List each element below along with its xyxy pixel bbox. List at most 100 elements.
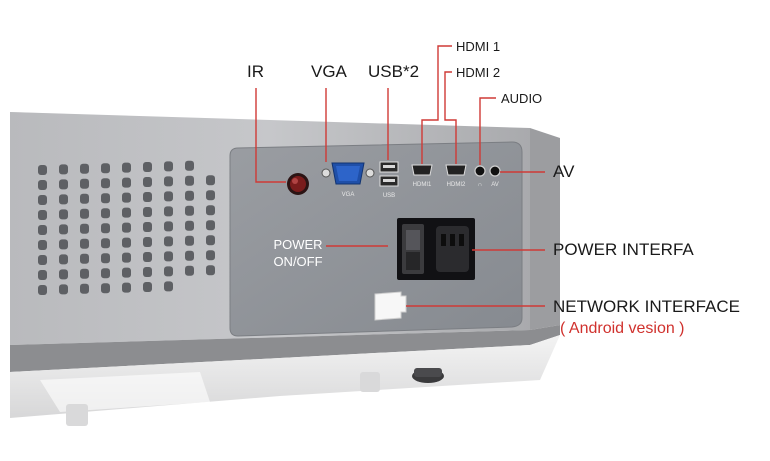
label-usb: USB*2 xyxy=(368,62,420,81)
vent-hole xyxy=(59,194,68,205)
label-hdmi2: HDMI 2 xyxy=(456,65,501,80)
ir-callout xyxy=(255,88,286,183)
body-right-edge xyxy=(530,128,560,330)
vent-hole xyxy=(38,195,47,205)
vent-hole xyxy=(38,255,47,265)
network-port xyxy=(374,291,407,321)
vent-hole xyxy=(101,268,110,279)
label-network-interface: NETWORK INTERFACE xyxy=(553,297,741,316)
label-power-onoff-line1: POWER xyxy=(273,237,323,252)
vent-hole xyxy=(185,160,194,171)
label-android-version: ( Android vesion ) xyxy=(560,320,685,337)
vent-hole xyxy=(143,267,152,277)
vent-hole xyxy=(122,282,131,293)
vent-hole xyxy=(185,235,194,246)
usb-ports: USB xyxy=(379,161,399,199)
power-inlet xyxy=(436,226,469,272)
hdmi2-port-marking: HDMI2 xyxy=(447,182,466,188)
hdmi1-port-marking: HDMI1 xyxy=(413,182,432,188)
vent-hole xyxy=(38,285,47,295)
hdmi-ports: HDMI1 HDMI2 xyxy=(411,164,467,188)
vga-port-marking: VGA xyxy=(342,192,355,198)
vent-hole xyxy=(59,209,68,220)
vent-hole xyxy=(101,253,110,264)
callout-lines xyxy=(255,45,545,307)
vent-hole xyxy=(164,266,173,277)
vent-hole xyxy=(80,253,89,264)
vent-hole xyxy=(122,222,131,233)
vent-hole xyxy=(80,163,89,174)
body-lip xyxy=(10,325,560,372)
feet xyxy=(66,368,444,426)
foot-mid xyxy=(360,372,380,392)
label-hdmi1: HDMI 1 xyxy=(456,39,501,54)
vga-port: VGA xyxy=(321,162,375,198)
vent-hole xyxy=(143,282,152,292)
vent-hole xyxy=(185,175,194,186)
vent-hole xyxy=(164,206,173,217)
vent-hole xyxy=(164,191,173,202)
vent-hole xyxy=(206,250,215,261)
audio-callout xyxy=(479,97,496,165)
vent-hole xyxy=(101,193,110,204)
vent-hole xyxy=(122,237,131,248)
ir-receiver xyxy=(287,173,309,195)
vent-hole xyxy=(101,238,110,249)
vent-hole xyxy=(59,224,68,235)
vent-hole xyxy=(59,239,68,250)
vent-hole xyxy=(206,190,215,201)
vent-hole xyxy=(143,162,152,172)
vent-hole xyxy=(38,210,47,220)
vent-hole xyxy=(80,238,89,249)
vent-hole xyxy=(59,269,68,280)
vent-hole xyxy=(80,178,89,189)
audio-port-marking: ∩ xyxy=(478,182,482,188)
label-audio: AUDIO xyxy=(501,91,543,106)
vent-hole xyxy=(143,252,152,262)
vent-hole xyxy=(122,267,131,278)
vent-hole xyxy=(59,164,68,175)
vent-hole xyxy=(80,223,89,234)
av-port-marking: AV xyxy=(491,182,499,188)
vent-hole xyxy=(164,221,173,232)
vent-hole xyxy=(80,193,89,204)
vent-hole xyxy=(206,265,215,276)
vent-hole xyxy=(38,240,47,250)
vent-hole xyxy=(206,220,215,231)
vent-hole xyxy=(80,268,89,279)
vent-hole xyxy=(164,176,173,187)
vent-hole xyxy=(185,250,194,261)
vent-hole xyxy=(122,162,131,173)
vent-hole xyxy=(101,208,110,219)
label-power-onoff-line2: ON/OFF xyxy=(273,254,323,269)
audio-av-jacks: ∩ AV xyxy=(474,165,501,188)
foot-left xyxy=(66,404,88,426)
label-power-interface: POWER INTERFA xyxy=(553,240,694,259)
base-highlight xyxy=(40,372,210,412)
vent-hole xyxy=(164,161,173,172)
power-module xyxy=(397,218,475,280)
hdmi1-callout xyxy=(421,45,452,164)
vent-hole xyxy=(143,237,152,247)
vent-hole xyxy=(122,252,131,263)
vent-hole xyxy=(101,178,110,189)
vent-hole xyxy=(143,177,152,187)
label-vga: VGA xyxy=(311,62,347,81)
vent-hole xyxy=(101,163,110,174)
vent-hole xyxy=(164,281,173,292)
vent-hole xyxy=(59,254,68,265)
vent-hole xyxy=(143,222,152,232)
vent-hole xyxy=(185,265,194,276)
vent-hole xyxy=(185,205,194,216)
vent-hole xyxy=(122,177,131,188)
vent-hole xyxy=(80,283,89,294)
vent-hole xyxy=(206,175,215,186)
vent-hole xyxy=(185,220,194,231)
hdmi2-callout xyxy=(444,71,457,164)
vent-hole xyxy=(59,284,68,295)
vent-hole xyxy=(38,180,47,190)
vent-grid xyxy=(38,160,215,295)
label-av: AV xyxy=(553,162,575,181)
vent-hole xyxy=(164,251,173,262)
